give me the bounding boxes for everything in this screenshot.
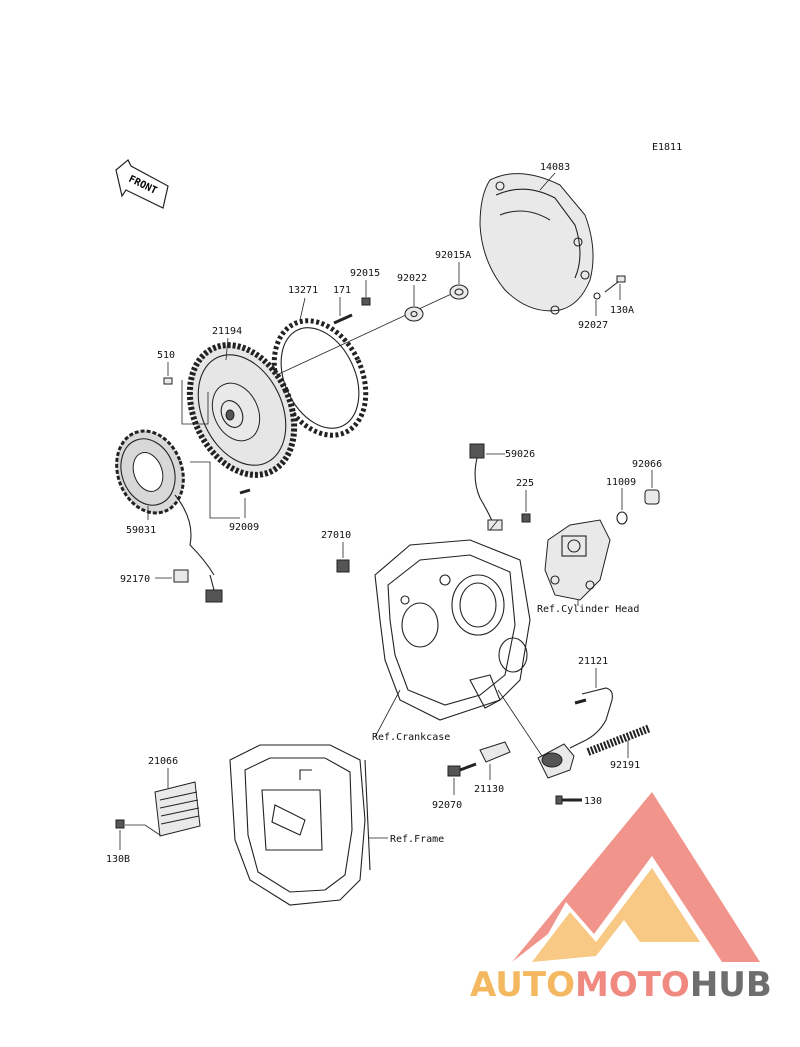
bolt-92009 xyxy=(239,488,251,495)
label-510: 510 xyxy=(157,350,175,361)
label-92027: 92027 xyxy=(578,320,608,331)
label-59031: 59031 xyxy=(126,525,156,536)
label-92066: 92066 xyxy=(632,459,662,470)
magneto-cover xyxy=(479,173,594,315)
label-225: 225 xyxy=(516,478,534,489)
watermark-text: AUTOMOTOHUB xyxy=(470,965,772,1005)
washer-92022 xyxy=(404,306,424,322)
bolt-225 xyxy=(521,513,531,523)
label-21194: 21194 xyxy=(212,326,242,337)
regulator-21066 xyxy=(154,781,201,837)
ignition-coil xyxy=(537,743,575,779)
label-13271: 13271 xyxy=(288,285,318,296)
bolt-130B xyxy=(115,819,125,829)
label-92070: 92070 xyxy=(432,800,462,811)
front-arrow-icon: FRONT xyxy=(115,159,169,209)
watermark-auto: AUTO xyxy=(470,965,575,1005)
spark-plug-92070 xyxy=(447,762,477,777)
clamp-92170 xyxy=(173,569,189,583)
label-92170: 92170 xyxy=(120,574,150,585)
nut-92015A xyxy=(449,284,469,300)
watermark-hub: HUB xyxy=(690,965,772,1005)
plug-cap-21130 xyxy=(479,741,511,763)
bolt-130 xyxy=(555,795,582,805)
crankcase-ref xyxy=(374,539,531,721)
label-92191: 92191 xyxy=(610,760,640,771)
ref-frame: Ref.Frame xyxy=(390,834,444,845)
gasket-11009 xyxy=(616,511,628,525)
label-14083: 14083 xyxy=(540,162,570,173)
frame-ref xyxy=(229,744,371,906)
bolt-130A xyxy=(604,275,626,293)
label-27010: 27010 xyxy=(321,530,351,541)
label-92015A: 92015A xyxy=(435,250,471,261)
spring-92191 xyxy=(586,724,652,756)
plug-92066 xyxy=(644,489,660,505)
label-92022: 92022 xyxy=(397,273,427,284)
watermark-logo xyxy=(512,792,760,962)
label-11009: 11009 xyxy=(606,477,636,488)
label-21121: 21121 xyxy=(578,656,608,667)
label-59026: 59026 xyxy=(505,449,535,460)
ref-cylinder-head: Ref.Cylinder Head xyxy=(537,604,639,615)
key-510 xyxy=(163,377,173,385)
nut-92015 xyxy=(361,297,371,306)
label-130B: 130B xyxy=(106,854,130,865)
cylinder-head-ref xyxy=(544,519,611,601)
stator-59031 xyxy=(115,429,223,603)
label-21066: 21066 xyxy=(148,756,178,767)
flywheel-21194 xyxy=(186,342,298,478)
washer-92027 xyxy=(593,292,601,300)
label-92009: 92009 xyxy=(229,522,259,533)
label-130: 130 xyxy=(584,796,602,807)
label-130A: 130A xyxy=(610,305,634,316)
watermark-moto: MOTO xyxy=(575,965,690,1005)
lead-21121 xyxy=(569,687,613,749)
label-21130: 21130 xyxy=(474,784,504,795)
label-92015: 92015 xyxy=(350,268,380,279)
label-171: 171 xyxy=(333,285,351,296)
sensor-59026 xyxy=(469,443,503,531)
diagram-code: E1811 xyxy=(652,142,682,153)
ref-crankcase: Ref.Crankcase xyxy=(372,732,450,743)
switch-27010 xyxy=(336,559,350,573)
stud-171 xyxy=(333,313,353,325)
